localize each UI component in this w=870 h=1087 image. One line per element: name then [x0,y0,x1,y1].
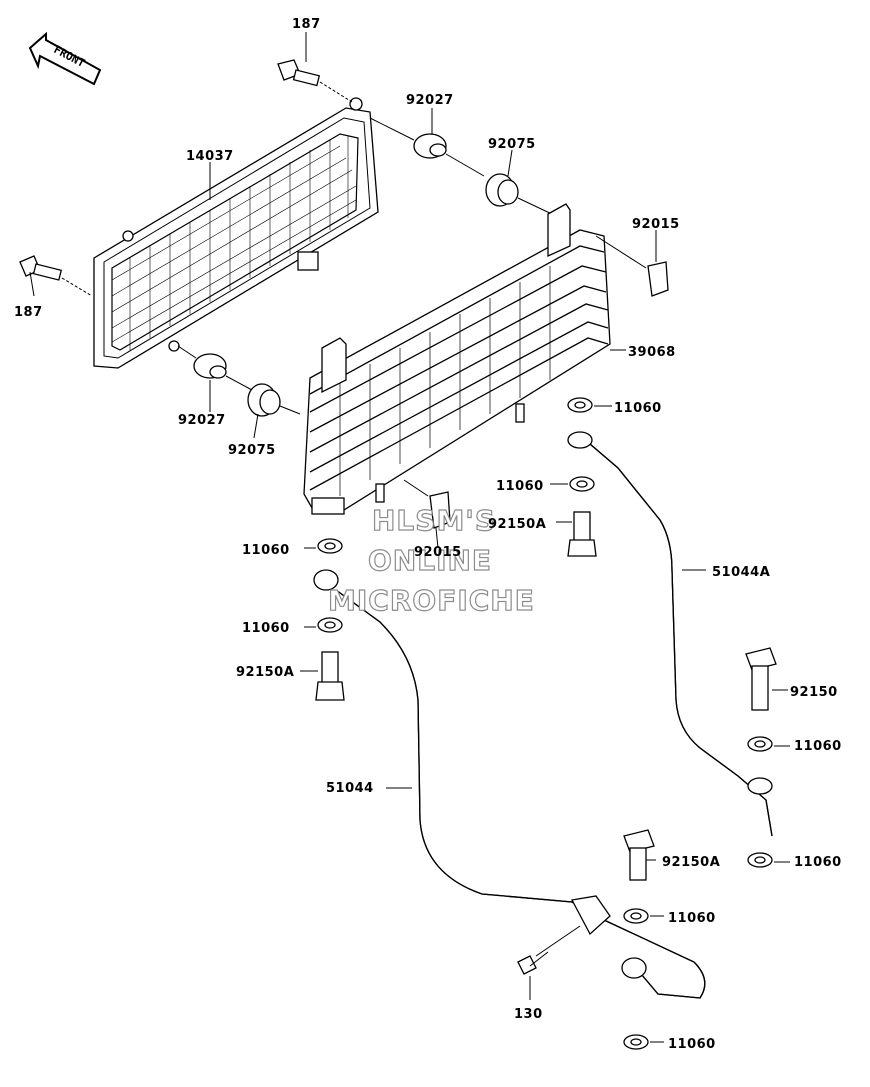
callout-11060-g: 11060 [668,911,716,926]
callout-92150A-lower: 92150A [662,855,720,870]
callout-labels: 187 187 14037 92027 92075 92015 39068 11… [14,17,842,1052]
oil-cooler [303,203,611,515]
callout-11060-d: 11060 [242,621,290,636]
front-arrow-icon: FRONT [28,31,102,86]
callout-51044: 51044 [326,781,374,796]
callout-11060-b: 11060 [496,479,544,494]
callout-11060-h: 11060 [668,1037,716,1052]
callout-92015-bottom: 92015 [414,545,462,560]
grommet-92027-top [369,117,485,177]
callout-11060-e: 11060 [794,739,842,754]
watermark-line-3: MICROFICHE [328,584,535,617]
bolt-92150A-left [315,651,345,701]
hose-51044A [567,431,773,837]
damper-92075-top [485,173,557,217]
callout-14037: 14037 [186,149,234,164]
damper-92075-left [247,383,301,417]
callout-130: 130 [514,1007,543,1022]
washers-11060 [317,397,773,1050]
watermark: HLSM'S ONLINE MICROFICHE [327,503,535,617]
bolt-187-left [19,255,93,297]
leader-lines [29,32,790,1043]
bolt-92150A-lower [623,829,655,881]
bolt-92150A-center [567,511,597,557]
screen-grille [93,97,379,369]
watermark-line-1: HLSM'S [372,504,496,537]
bolt-92150 [745,647,777,711]
callout-92150A-center: 92150A [488,517,546,532]
watermark-line-2: ONLINE [368,544,492,577]
clip-92015-bottom [403,479,451,529]
clip-92015-right [595,235,669,297]
grommet-92027-left [177,345,253,391]
callout-92027-top: 92027 [406,93,454,108]
callout-39068: 39068 [628,345,676,360]
callout-92075-top: 92075 [488,137,536,152]
callout-187-left: 187 [14,305,43,320]
bolt-130 [517,925,581,975]
callout-92150A-left: 92150A [236,665,294,680]
callout-92150: 92150 [790,685,838,700]
hose-51044 [313,569,706,999]
bolt-187-top [277,59,353,103]
callout-92075-left: 92075 [228,443,276,458]
callout-187-top: 187 [292,17,321,32]
callout-92015-right: 92015 [632,217,680,232]
callout-11060-c: 11060 [242,543,290,558]
callout-11060-f: 11060 [794,855,842,870]
callout-92027-left: 92027 [178,413,226,428]
callout-51044A: 51044A [712,565,770,580]
callout-11060-a: 11060 [614,401,662,416]
